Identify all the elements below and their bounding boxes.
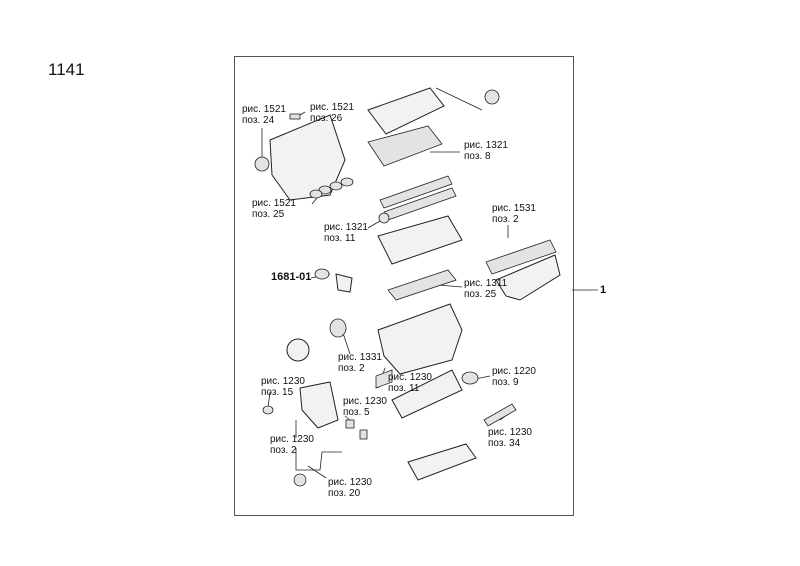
water-pump <box>286 318 347 362</box>
bearing-cap <box>375 369 393 389</box>
sensor-fitting <box>289 113 301 120</box>
engine-block <box>377 303 463 375</box>
oil-plug <box>262 405 274 415</box>
thermostat-housing <box>314 268 353 293</box>
intake-manifold <box>254 114 354 201</box>
page-number: 1141 <box>48 60 85 79</box>
cylinder-head <box>377 215 463 301</box>
camshafts <box>378 175 457 224</box>
bolt <box>345 419 355 429</box>
oil-pickup-tube <box>293 448 342 487</box>
bolt <box>359 429 368 440</box>
valve-cover <box>367 87 500 167</box>
callout-thermostat-kit: 1681-01 <box>271 271 312 283</box>
exhaust-manifold <box>485 239 561 301</box>
sealant-tube <box>483 403 517 427</box>
oil-pan <box>407 443 477 481</box>
crankshaft <box>391 369 479 419</box>
oil-pump <box>299 381 339 429</box>
diagram-frame <box>234 56 574 516</box>
leader-lines <box>261 87 598 479</box>
callout-assembly-1: 1 <box>600 284 607 296</box>
